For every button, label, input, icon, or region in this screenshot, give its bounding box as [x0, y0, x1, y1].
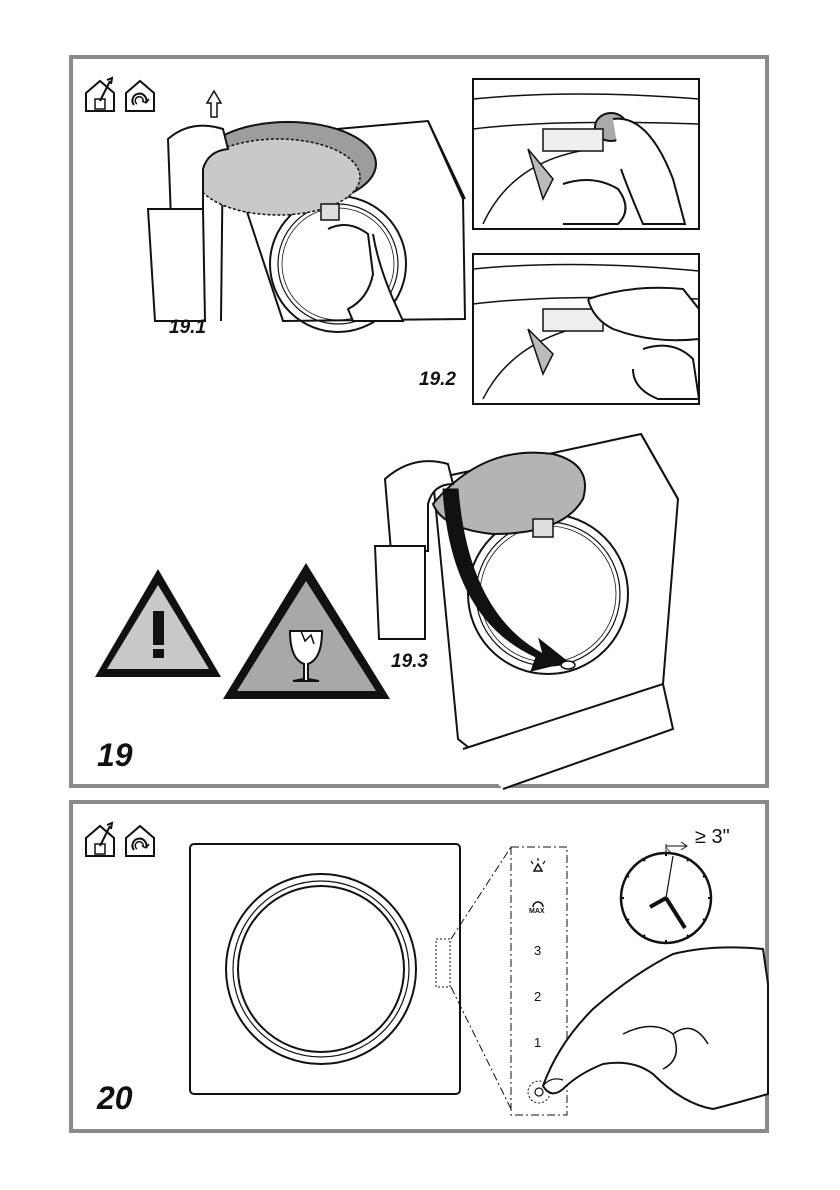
figure-20-illustration [73, 804, 773, 1137]
figure-20-panel: MAX 3 2 1 ≥ 3" 20 [69, 800, 769, 1133]
hood-front-panel [190, 844, 460, 1094]
speed-3-label: 3 [534, 943, 541, 958]
step-label-19-2: 19.2 [419, 369, 456, 391]
figure-19-illustration [73, 59, 773, 792]
step-label-19-3: 19.3 [391, 651, 428, 673]
house-upward-exhaust-icon [83, 77, 117, 113]
figure-number-20: 20 [97, 1080, 133, 1117]
lift-up-arrow-icon [207, 91, 221, 117]
max-label: MAX [529, 908, 545, 915]
house-upward-exhaust-icon [86, 823, 114, 856]
detail-inset-top [473, 79, 699, 229]
detail-inset-bottom [473, 254, 699, 404]
step-label-19-1: 19.1 [169, 317, 206, 339]
figure-19-panel: 19.1 19.2 19.3 19 [69, 55, 769, 788]
house-recirculation-icon [126, 81, 154, 111]
clock-icon [621, 842, 711, 943]
figure-number-19: 19 [97, 737, 133, 774]
latch-pin-icon [561, 661, 575, 669]
fragile-glass-warning-triangle-icon [223, 563, 390, 699]
house-recirculation-icon [126, 826, 154, 856]
speed-2-label: 2 [534, 989, 541, 1004]
speed-1-label: 1 [534, 1035, 541, 1050]
finger-hand-20 [543, 947, 768, 1109]
timer-duration-label: ≥ 3" [695, 826, 730, 849]
general-warning-triangle-icon [95, 569, 221, 677]
